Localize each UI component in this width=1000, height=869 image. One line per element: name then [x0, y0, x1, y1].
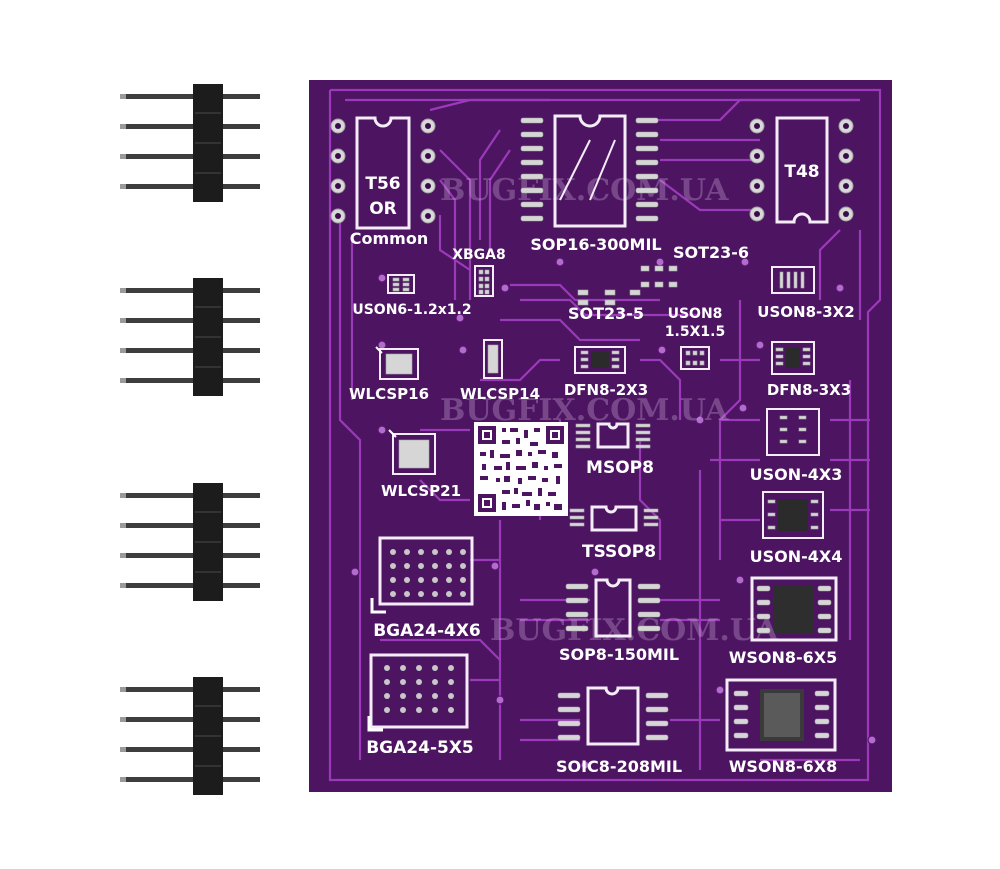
wson8-6x8-footprint	[725, 678, 837, 752]
sop8-150-label: SOP8-150MIL	[559, 645, 679, 664]
tssop8-label: TSSOP8	[582, 542, 656, 562]
uson6-footprint	[387, 274, 415, 294]
bga24-5x5-footprint	[367, 653, 469, 732]
uson8-15-label-line1: USON8	[668, 306, 723, 322]
sot23-5-footprint	[577, 289, 641, 306]
pin-header-1	[120, 84, 260, 202]
sop16-label: SOP16-300MIL	[530, 235, 661, 254]
xbga8-label: XBGA8	[452, 247, 506, 263]
wlcsp21-footprint	[388, 429, 436, 475]
wlcsp16-footprint	[375, 346, 419, 380]
t48-footprint	[749, 116, 854, 224]
pin-header-3	[120, 483, 260, 601]
t56-label-line3: Common	[350, 229, 428, 248]
pcb-board	[309, 80, 892, 792]
uson8-15-footprint	[680, 346, 710, 370]
wlcsp16-label: WLCSP16	[349, 385, 429, 403]
dfn8-2x3-label: DFN8-2X3	[564, 381, 648, 399]
t56-label-line1: T56	[365, 174, 400, 194]
wson8-6x8-label: WSON8-6X8	[729, 757, 838, 776]
t48-label: T48	[784, 162, 819, 182]
xbga8-footprint	[474, 265, 494, 297]
sot23-5-label: SOT23-5	[568, 304, 644, 323]
wson8-6x5-footprint	[750, 576, 838, 642]
t56-footprint	[330, 116, 436, 230]
pin-header-2	[120, 278, 260, 396]
bga24-4x6-footprint	[370, 536, 474, 614]
uson8-3x2-label: USON8-3X2	[757, 303, 854, 321]
uson-4x3-footprint	[766, 408, 820, 456]
soic8-208-label: SOIC8-208MIL	[556, 757, 682, 776]
uson-4x4-footprint	[762, 491, 824, 539]
qr-code	[474, 422, 568, 516]
wlcsp14-label: WLCSP14	[460, 385, 540, 403]
soic8-208-footprint	[557, 686, 669, 746]
pcb-vias	[350, 257, 877, 770]
watermark-3: BUGFIX.COM.UA	[490, 613, 779, 648]
dfn8-2x3-footprint	[574, 346, 626, 374]
wlcsp21-label: WLCSP21	[381, 482, 461, 500]
pin-header-4	[120, 677, 260, 795]
pin-headers	[120, 84, 260, 795]
watermark-1: BUGFIX.COM.UA	[440, 173, 729, 208]
uson-4x4-label: USON-4X4	[750, 547, 843, 566]
tssop8-footprint	[569, 505, 659, 532]
wlcsp14-footprint	[483, 339, 503, 379]
uson8-3x2-footprint	[771, 266, 815, 294]
msop8-footprint	[575, 422, 651, 449]
wson8-6x5-label: WSON8-6X5	[729, 648, 838, 667]
uson8-15-label-line2: 1.5X1.5	[665, 324, 725, 340]
uson6-label: USON6-1.2x1.2	[352, 302, 471, 318]
sop16-footprint	[520, 114, 659, 228]
dfn8-3x3-label: DFN8-3X3	[767, 381, 851, 399]
dfn8-3x3-footprint	[771, 341, 815, 375]
msop8-label: MSOP8	[586, 458, 654, 478]
sot23-6-footprint	[640, 265, 678, 288]
t56-label-line2: OR	[369, 199, 397, 219]
bga24-4x6-label: BGA24-4X6	[373, 621, 481, 641]
bga24-5x5-label: BGA24-5X5	[366, 738, 474, 758]
sop8-150-footprint	[565, 578, 661, 638]
sot23-6-label: SOT23-6	[673, 243, 749, 262]
uson-4x3-label: USON-4X3	[750, 465, 843, 484]
pcb-traces	[328, 88, 882, 782]
